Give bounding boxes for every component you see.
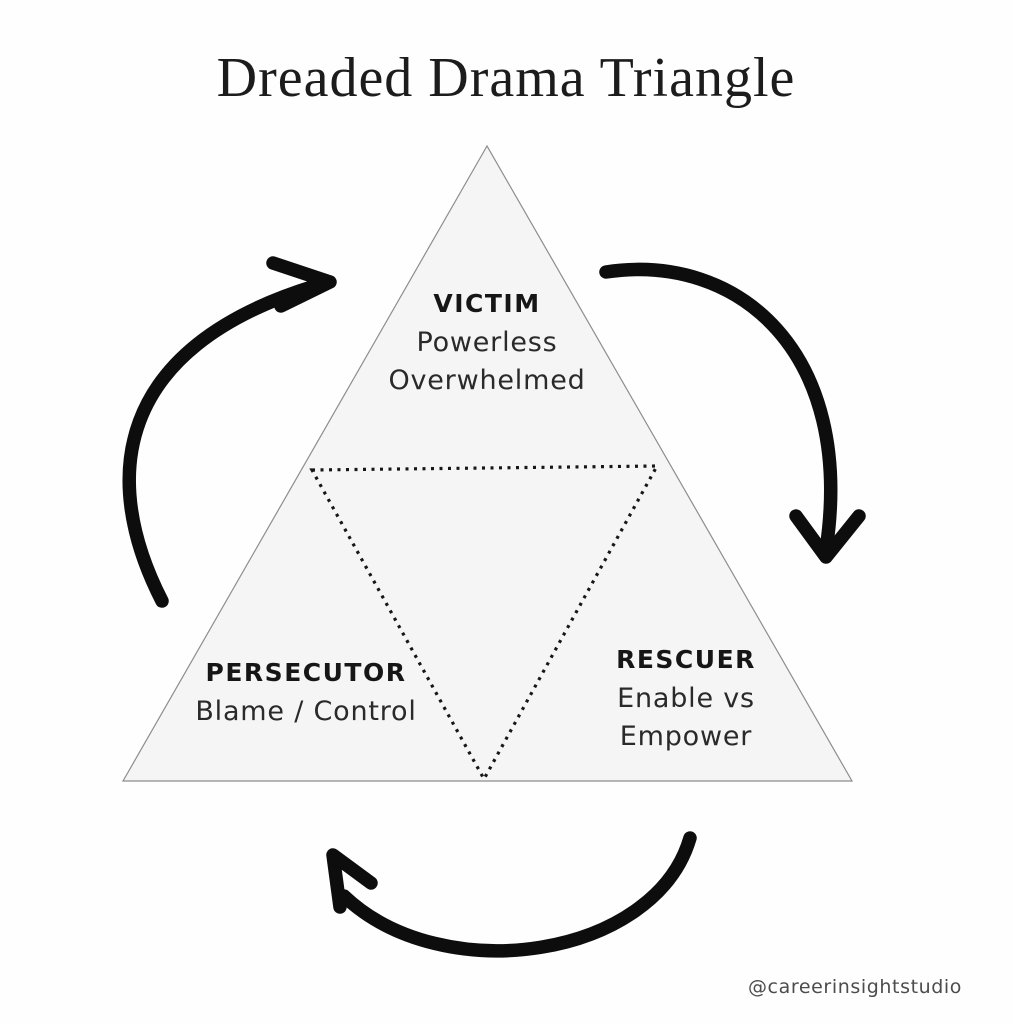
role-persecutor-line-1: Blame / Control bbox=[195, 696, 417, 727]
inner-dotted-triangle-shape bbox=[309, 464, 660, 783]
cycle-arrow-left-icon bbox=[122, 256, 337, 608]
role-rescuer-line-1: Enable vs bbox=[617, 683, 755, 714]
cycle-arrow-right-icon bbox=[599, 262, 866, 564]
cycle-arrow-bottom-icon bbox=[326, 831, 697, 958]
role-rescuer-name: RESCUER bbox=[616, 645, 756, 674]
page-title: Dreaded Drama Triangle bbox=[216, 47, 796, 109]
role-rescuer: RESCUER Enable vs Empower bbox=[616, 640, 756, 756]
role-victim-name: VICTIM bbox=[433, 289, 541, 318]
outer-triangle-shape bbox=[121, 144, 854, 782]
role-rescuer-line-2: Empower bbox=[619, 721, 753, 752]
watermark-credit: @careerinsightstudio bbox=[747, 976, 963, 998]
role-persecutor-name: PERSECUTOR bbox=[205, 658, 407, 687]
role-victim-line-2: Overwhelmed bbox=[388, 365, 586, 396]
role-victim: VICTIM Powerless Overwhelmed bbox=[388, 284, 585, 400]
role-persecutor: PERSECUTOR Blame / Control bbox=[195, 653, 416, 731]
role-victim-line-1: Powerless bbox=[416, 327, 558, 358]
